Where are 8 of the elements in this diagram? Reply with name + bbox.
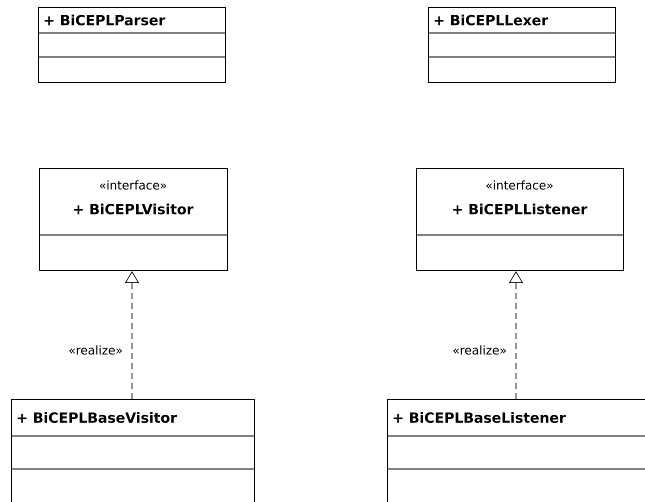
edge-label: «realize» — [453, 345, 506, 355]
class-box: + BiCEPLParser — [38, 7, 226, 83]
class-box: + BiCEPLLexer — [428, 7, 616, 83]
class-box: + BiCEPLBaseListener — [386, 399, 645, 502]
class-box: «interface» + BiCEPLListener — [416, 168, 624, 271]
class-box: + BiCEPLBaseVisitor — [10, 399, 255, 502]
edge-label: «realize» — [69, 345, 122, 355]
class-box: «interface» + BiCEPLVisitor — [38, 168, 228, 271]
